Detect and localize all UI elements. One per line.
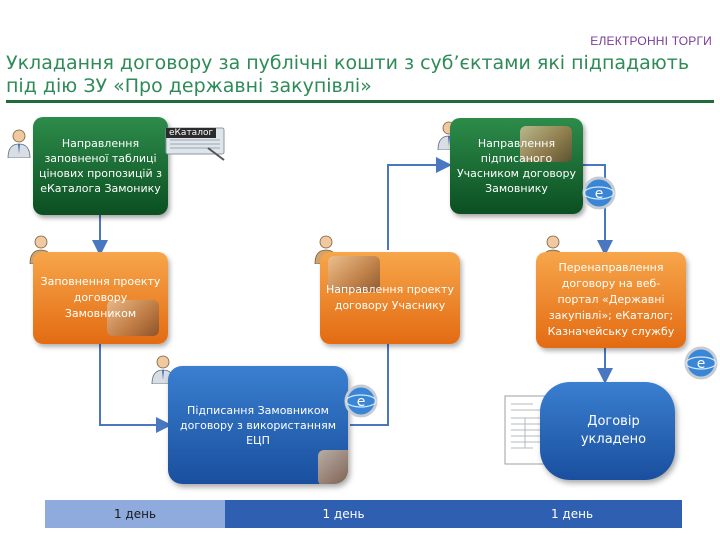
handshake-image: [107, 300, 159, 336]
globe-icon: e: [582, 176, 616, 210]
timeline-segment-1: 1 день: [45, 500, 225, 528]
arrow-draft-to-sign: [99, 340, 172, 433]
arrow-send-to-signed: [387, 157, 452, 250]
sign-label: Підписання Замовником договору з викорис…: [179, 403, 337, 447]
send-draft-label: Направлення проекту договору Учаснику: [326, 283, 454, 312]
svg-text:e: e: [697, 356, 706, 372]
fill-draft-box: Заповнення проекту договору Замовником: [33, 252, 168, 344]
handshake-image: [318, 450, 348, 484]
globe-icon: e: [684, 346, 718, 380]
ecatalog-label: еКаталог: [166, 128, 217, 138]
concluded-box: Договір укладено: [540, 382, 675, 480]
person-icon: [7, 129, 31, 158]
title-divider: [6, 100, 714, 103]
redirect-label: Перенаправлення договору на веб-портал «…: [547, 261, 675, 338]
concluded-label: Договір укладено: [580, 414, 647, 447]
handshake-image: [328, 256, 380, 292]
svg-text:e: e: [595, 186, 604, 202]
send-signed-box: Направлення підписаного Учасником догово…: [450, 118, 583, 214]
send-table-box: Направлення заповненої таблиці цінових п…: [33, 117, 168, 215]
send-table-label: Направлення заповненої таблиці цінових п…: [39, 137, 162, 195]
send-draft-box: Направлення проекту договору Учаснику: [320, 252, 460, 344]
timeline-segment-3: 1 день: [462, 500, 682, 528]
fill-draft-label: Заповнення проекту договору Замовником: [40, 275, 161, 320]
timeline-segment-2: 1 день: [225, 500, 462, 528]
page-title: Укладання договору за публічні кошти з с…: [6, 52, 690, 97]
sign-box: Підписання Замовником договору з викорис…: [168, 366, 348, 484]
handshake-image: [520, 126, 572, 162]
redirect-box: Перенаправлення договору на веб-портал «…: [536, 252, 686, 348]
globe-icon: e: [344, 384, 378, 418]
svg-text:e: e: [357, 394, 366, 410]
send-signed-label: Направлення підписаного Учасником догово…: [456, 137, 577, 195]
brand-label: ЕЛЕКТРОННІ ТОРГИ: [590, 34, 712, 48]
arrow-signed-to-redirect: [582, 164, 613, 256]
